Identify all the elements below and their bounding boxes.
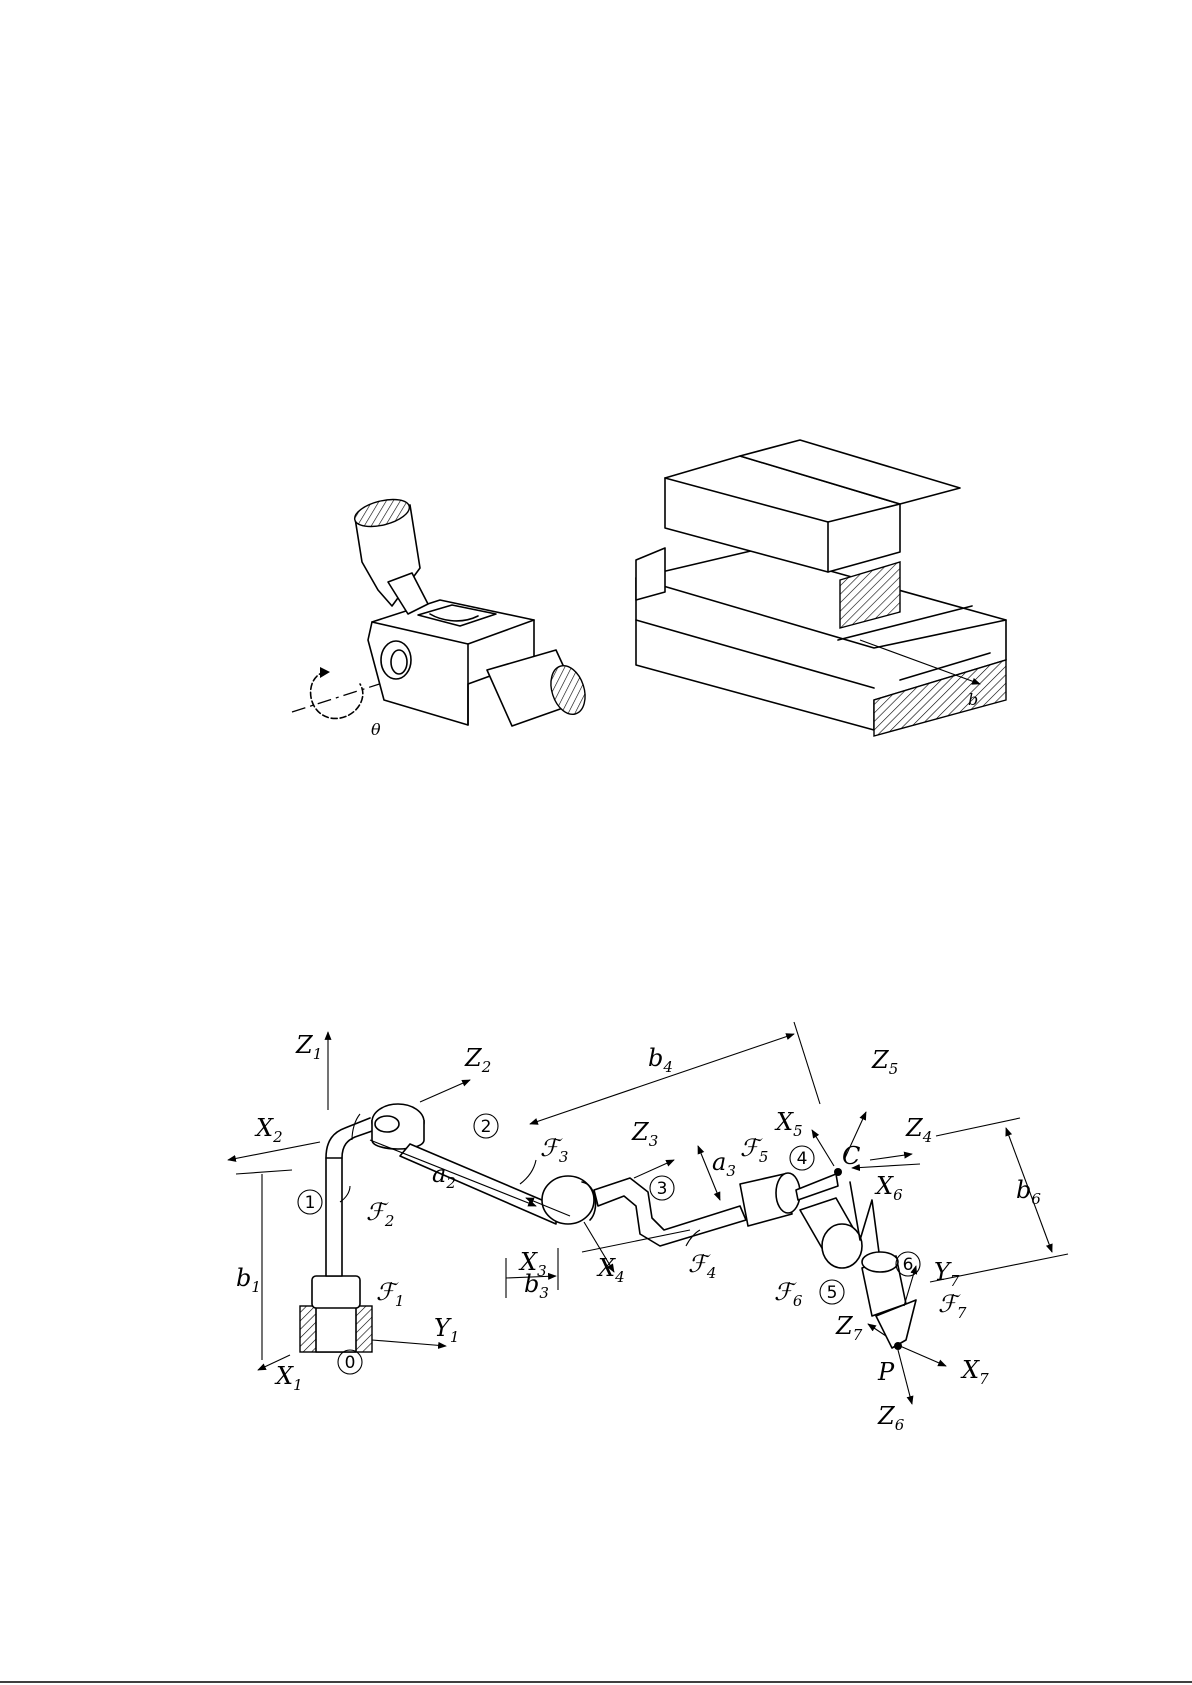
label-z4: Z4 — [905, 1114, 932, 1146]
label-x7: X7 — [960, 1356, 989, 1388]
svg-text:3: 3 — [657, 1179, 668, 1199]
svg-text:2: 2 — [481, 1117, 492, 1137]
label-y1: Y1 — [434, 1314, 459, 1346]
label-f5: ℱ5 — [740, 1134, 768, 1166]
label-x2: X2 — [254, 1114, 283, 1146]
svg-text:0: 0 — [345, 1353, 356, 1373]
svg-text:4: 4 — [797, 1149, 808, 1169]
dim-a2 — [370, 1140, 536, 1206]
link-number-4: 4 — [790, 1146, 814, 1170]
label-f6: ℱ6 — [774, 1278, 803, 1310]
label-b4: b4 — [648, 1044, 673, 1076]
label-z2: Z2 — [464, 1044, 491, 1076]
revolute-joint-drawing: θ — [292, 495, 591, 739]
svg-text:1: 1 — [305, 1193, 316, 1213]
link-number-5: 5 — [820, 1280, 844, 1304]
svg-text:6: 6 — [903, 1255, 914, 1275]
link-number-6: 6 — [896, 1252, 920, 1276]
link-2 — [400, 1144, 556, 1224]
label-z5: Z5 — [871, 1046, 898, 1078]
link-number-3: 3 — [650, 1176, 674, 1200]
label-x4: X4 — [596, 1254, 625, 1286]
label-z3: Z3 — [631, 1118, 658, 1150]
label-f4: ℱ4 — [688, 1250, 716, 1282]
link-1 — [326, 1158, 342, 1276]
label-z1: Z1 — [295, 1031, 322, 1063]
theta-label: θ — [371, 720, 381, 739]
label-f7: ℱ7 — [938, 1290, 967, 1322]
label-f1: ℱ1 — [376, 1278, 404, 1310]
svg-text:5: 5 — [827, 1283, 838, 1303]
label-p: P — [877, 1358, 895, 1386]
revolute-axis — [292, 680, 392, 712]
link-number-1: 1 — [298, 1190, 322, 1214]
link-number-2: 2 — [474, 1114, 498, 1138]
b-label: b — [968, 690, 978, 709]
prismatic-joint-drawing: b — [636, 440, 1006, 736]
label-b6: b6 — [1016, 1176, 1041, 1208]
robot-arm-drawing: Z1 Z2 X2 Z3 X3 X4 Z4 Z5 X5 X6 Z6 Z7 Y7 X… — [228, 1022, 1068, 1434]
label-b1: b1 — [236, 1264, 261, 1296]
link-3 — [594, 1178, 746, 1246]
label-f3: ℱ3 — [540, 1134, 568, 1166]
label-c: C — [842, 1142, 860, 1170]
label-y7: Y7 — [934, 1258, 960, 1290]
label-f2: ℱ2 — [366, 1198, 394, 1230]
label-x5: X5 — [774, 1108, 803, 1140]
rotation-arrow — [311, 672, 363, 718]
label-z6: Z6 — [877, 1402, 905, 1434]
link-number-0: 0 — [338, 1350, 362, 1374]
label-x1: X1 — [274, 1362, 303, 1394]
label-z7: Z7 — [835, 1312, 863, 1344]
label-a3: a3 — [712, 1148, 736, 1180]
label-x6: X6 — [874, 1172, 903, 1204]
